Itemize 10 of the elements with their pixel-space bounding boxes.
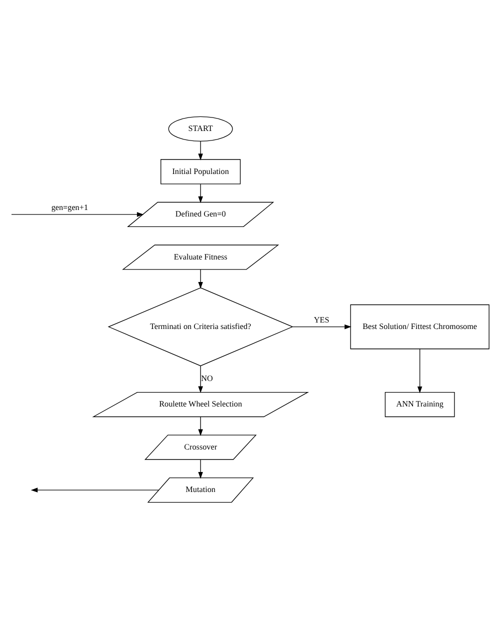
arrow: [198, 269, 203, 289]
arrow: [198, 366, 203, 394]
arrow: [30, 488, 160, 492]
arrow: [11, 212, 144, 217]
arrow: [198, 141, 203, 160]
arrow: [198, 416, 203, 436]
arrow: [198, 184, 203, 204]
arrow: [198, 459, 203, 479]
arrow: [417, 348, 422, 394]
arrow: [292, 324, 352, 330]
